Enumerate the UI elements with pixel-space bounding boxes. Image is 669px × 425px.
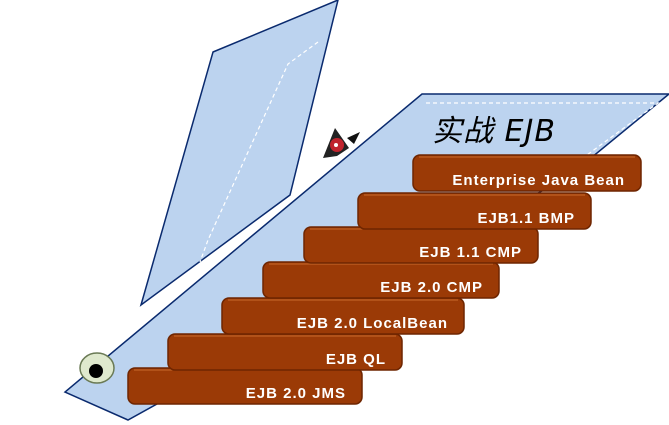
step-7-label: EJB 2.0 JMS [245, 385, 346, 402]
step-2-label: EJB1.1 BMP [477, 210, 575, 227]
step-2-block [357, 192, 592, 230]
step-1-label: Enterprise Java Bean [452, 172, 625, 189]
plane-eye-icon [79, 352, 115, 384]
step-1-block [412, 154, 642, 192]
diagram-title: 实战 EJB [432, 114, 556, 149]
steps-shapes [127, 154, 642, 405]
duke-mascot-icon [323, 128, 360, 158]
step-4-label: EJB 2.0 CMP [380, 279, 483, 296]
step-3-label: EJB 1.1 CMP [419, 244, 522, 261]
plane-upper-fold-line [199, 41, 319, 263]
plane-upper-wing [139, 0, 339, 307]
step-5-label: EJB 2.0 LocalBean [296, 315, 448, 332]
plane-body-fold-line [426, 102, 660, 167]
step-6-label: EJB QL [325, 351, 386, 368]
